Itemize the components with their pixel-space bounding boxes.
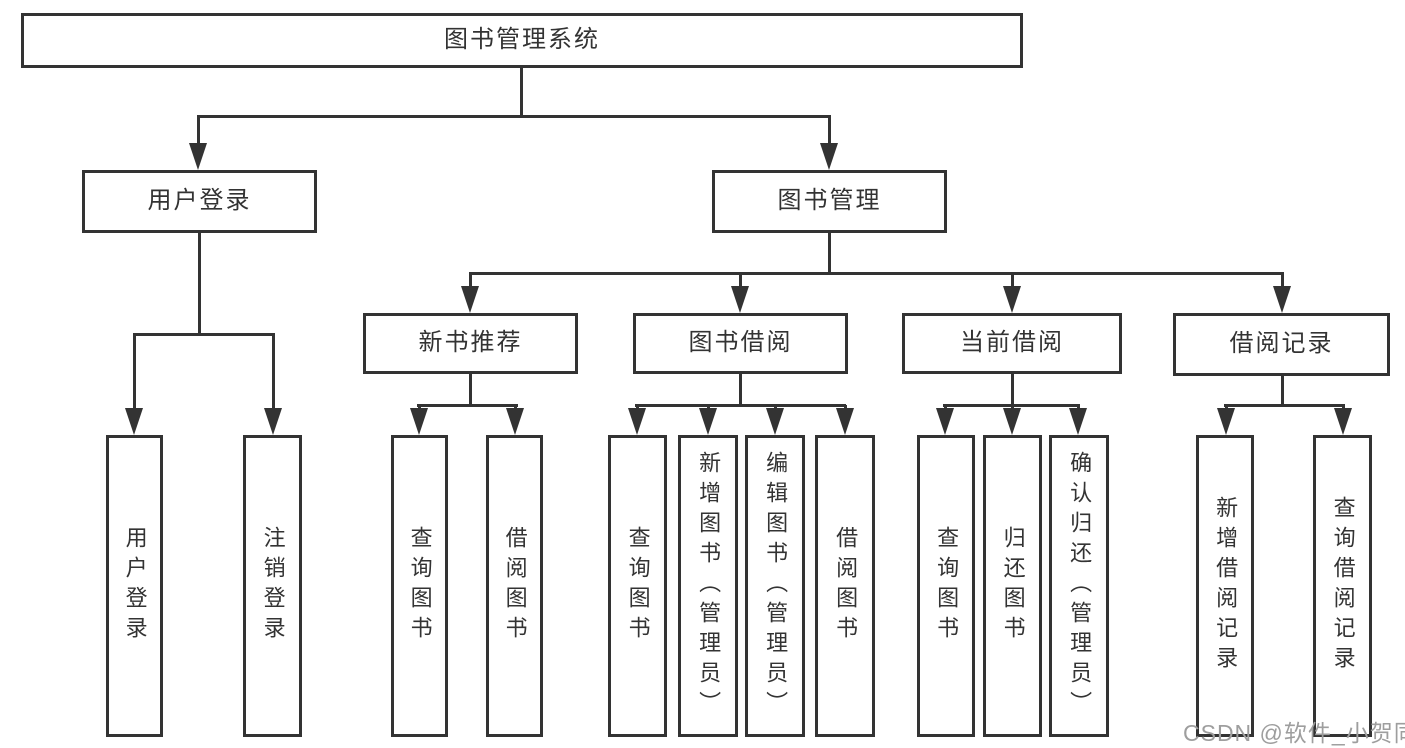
arrow-down-icon [1217, 408, 1235, 435]
arrow-down-icon [766, 408, 784, 435]
node-borrowing-records: 借阅记录 [1173, 313, 1390, 376]
node-new-book-recommend: 新书推荐 [363, 313, 578, 374]
arrow-down-icon [731, 286, 749, 313]
connector-line [133, 334, 136, 414]
arrow-down-icon [628, 408, 646, 435]
arrow-down-icon [410, 408, 428, 435]
connector-line [272, 334, 275, 414]
arrow-down-icon [1273, 286, 1291, 313]
connector-line [469, 273, 472, 290]
arrow-down-icon [264, 408, 282, 435]
leaf-borrow-edit-books-admin: 编辑图书（管理员） [745, 435, 805, 737]
connector-line [739, 372, 742, 407]
connector-line [197, 116, 200, 148]
node-current-borrowing: 当前借阅 [902, 313, 1122, 374]
leaf-current-return-books: 归还图书 [983, 435, 1042, 737]
arrow-down-icon [936, 408, 954, 435]
arrow-down-icon [461, 286, 479, 313]
arrow-down-icon [1334, 408, 1352, 435]
leaf-borrow-add-books-admin: 新增图书（管理员） [678, 435, 738, 737]
connector-line [828, 231, 831, 275]
connector-line [635, 404, 846, 407]
connector-line [197, 115, 831, 118]
connector-line [1281, 273, 1284, 290]
arrow-down-icon [1003, 408, 1021, 435]
connector-line [1011, 372, 1014, 407]
arrow-down-icon [189, 143, 207, 170]
arrow-down-icon [506, 408, 524, 435]
connector-line [198, 231, 201, 336]
leaf-borrow-query-books: 查询图书 [608, 435, 667, 737]
arrow-down-icon [820, 143, 838, 170]
connector-line [133, 333, 275, 336]
connector-line [1011, 273, 1014, 290]
arrow-down-icon [1069, 408, 1087, 435]
arrow-down-icon [125, 408, 143, 435]
leaf-recommend-query-books: 查询图书 [391, 435, 448, 737]
node-book-borrowing: 图书借阅 [633, 313, 848, 374]
leaf-user-login: 用户登录 [106, 435, 163, 737]
connector-line [469, 372, 472, 407]
connector-line [1281, 374, 1284, 407]
connector-line [828, 116, 831, 148]
connector-line [417, 404, 518, 407]
leaf-current-confirm-return-admin: 确认归还（管理员） [1049, 435, 1109, 737]
leaf-records-add-record: 新增借阅记录 [1196, 435, 1254, 737]
arrow-down-icon [1003, 286, 1021, 313]
csdn-watermark: CSDN @软件_小贺同学 [1183, 720, 1405, 746]
node-book-management-system: 图书管理系统 [21, 13, 1023, 68]
leaf-borrow-borrow-books: 借阅图书 [815, 435, 875, 737]
leaf-records-query-record: 查询借阅记录 [1313, 435, 1372, 737]
node-book-management: 图书管理 [712, 170, 947, 233]
node-user-login: 用户登录 [82, 170, 317, 233]
leaf-recommend-borrow-books: 借阅图书 [486, 435, 543, 737]
leaf-logout: 注销登录 [243, 435, 302, 737]
connector-line [1224, 404, 1345, 407]
arrow-down-icon [699, 408, 717, 435]
connector-line [520, 66, 523, 118]
leaf-current-query-books: 查询图书 [917, 435, 975, 737]
arrow-down-icon [836, 408, 854, 435]
connector-line [739, 273, 742, 290]
connector-line [469, 272, 1284, 275]
